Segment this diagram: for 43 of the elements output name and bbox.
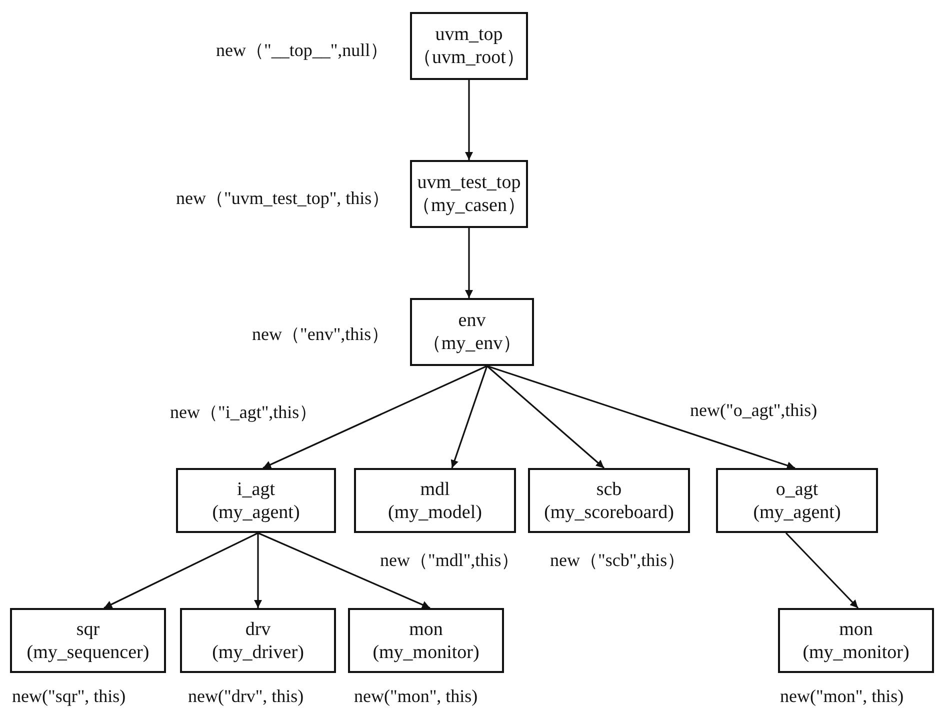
- arrow: [465, 228, 473, 298]
- class-name: (my_driver): [212, 640, 304, 664]
- instance-name: env: [458, 309, 486, 332]
- class-name: (my_monitor): [802, 640, 910, 664]
- arrow: [258, 532, 430, 609]
- arrow: [465, 80, 473, 160]
- constructor-call: new("sqr", this): [12, 686, 126, 707]
- class-name: (my_sequencer): [26, 640, 150, 664]
- arrow: [486, 365, 605, 469]
- constructor-call: new（"mdl",this）: [380, 549, 520, 572]
- class-name: （my_env）: [422, 332, 522, 355]
- constructor-call: new("drv", this): [188, 686, 304, 707]
- class-name: (my_model): [388, 500, 482, 524]
- instance-name: sqr: [76, 618, 100, 640]
- constructor-call: new（"scb",this）: [550, 549, 686, 572]
- class-name: （uvm_root）: [413, 46, 525, 69]
- instance-name: drv: [245, 618, 271, 640]
- instance-name: scb: [596, 478, 622, 500]
- constructor-call: new（"__top__",null）: [216, 39, 388, 62]
- constructor-call: new("mon", this): [354, 686, 478, 707]
- class-name: (my_scoreboard): [544, 500, 674, 524]
- constructor-call: new（"uvm_test_top", this）: [176, 187, 390, 210]
- instance-name: o_agt: [776, 478, 818, 500]
- arrow: [254, 533, 262, 608]
- constructor-call: new("mon", this): [780, 686, 904, 707]
- instance-name: mdl: [420, 478, 450, 500]
- arrow: [785, 532, 859, 609]
- instance-name: mon: [839, 618, 873, 640]
- constructor-call: new（"i_agt",this）: [170, 401, 318, 424]
- class-name: （my_casen）: [412, 194, 526, 217]
- class-name: (my_agent): [212, 500, 300, 524]
- constructor-call: new（"env",this）: [252, 323, 390, 346]
- constructor-call: new("o_agt",this): [690, 400, 818, 421]
- instance-name: uvm_test_top: [417, 171, 521, 194]
- arrow: [486, 365, 796, 470]
- class-name: (my_monitor): [372, 640, 480, 664]
- instance-name: uvm_top: [435, 23, 503, 46]
- arrow: [450, 366, 488, 468]
- arrow: [262, 365, 488, 469]
- class-name: (my_agent): [753, 500, 841, 524]
- instance-name: mon: [409, 618, 443, 640]
- instance-name: i_agt: [237, 478, 275, 500]
- arrow: [104, 532, 258, 609]
